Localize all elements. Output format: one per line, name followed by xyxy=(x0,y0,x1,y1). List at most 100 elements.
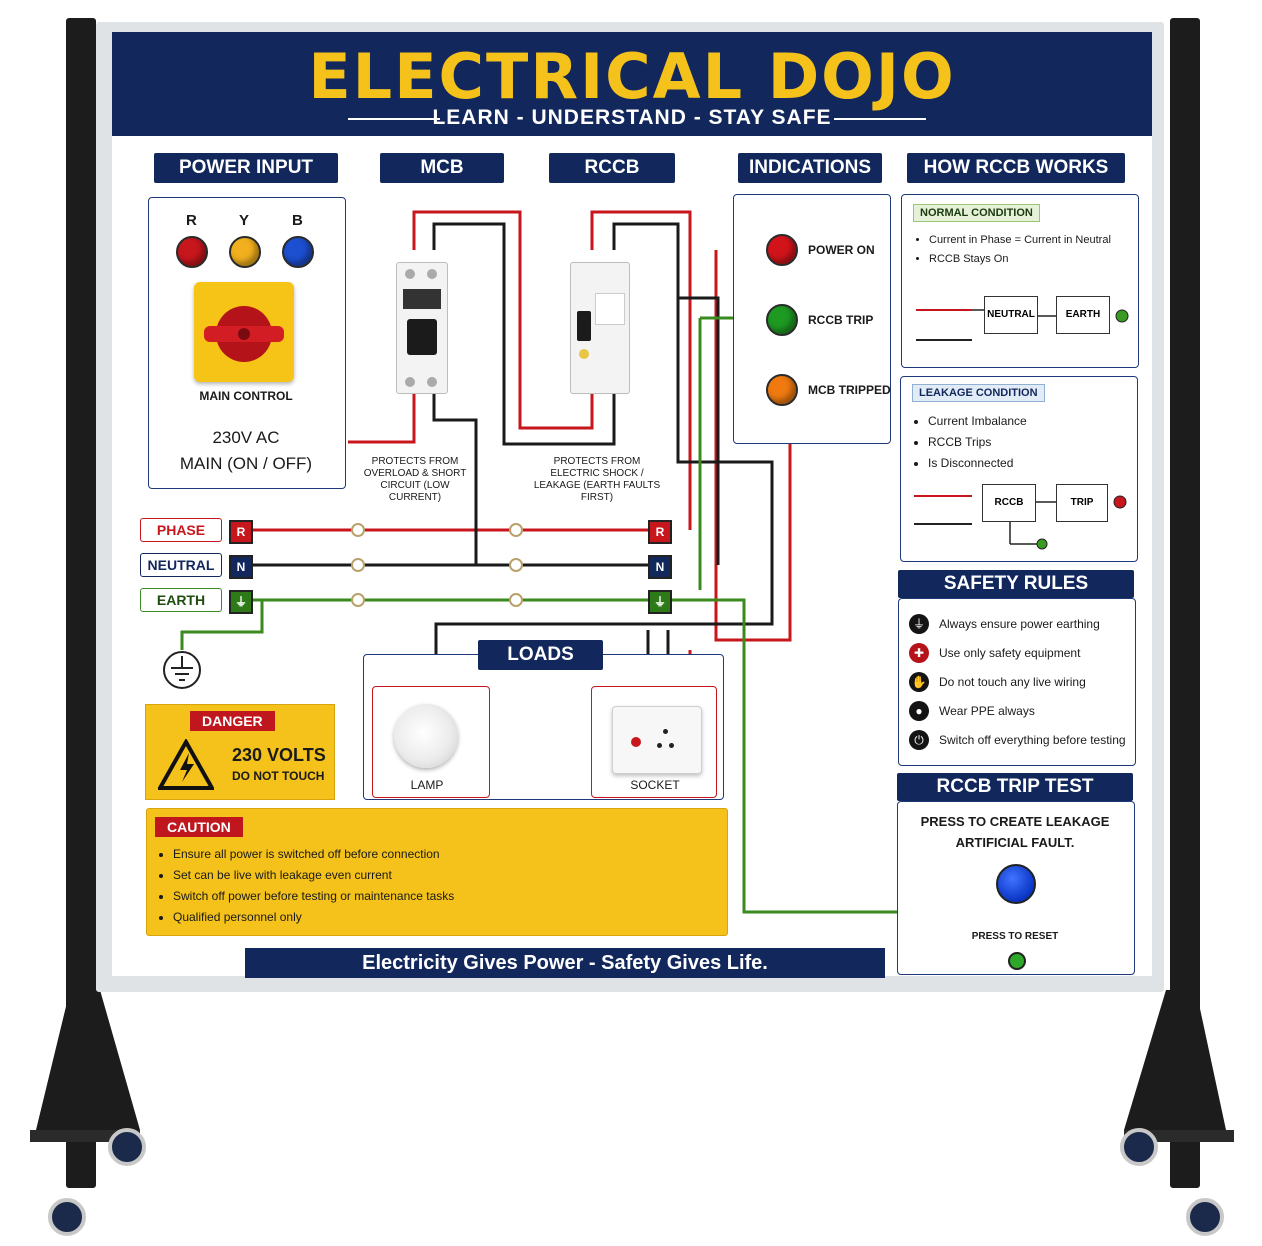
bus-code-earth: ⏚ xyxy=(229,590,253,614)
phase-label-y: Y xyxy=(239,212,250,229)
indicator-mcb-tripped-lamp xyxy=(766,374,798,406)
rccb-bus-terminal-neutral: N xyxy=(648,555,672,579)
socket-pin-icon xyxy=(669,743,674,748)
caster-wheel xyxy=(1186,1198,1224,1236)
main-switch-label: MAIN (ON / OFF) xyxy=(179,454,313,473)
safety-rule-item: Wear PPE always xyxy=(939,704,1035,718)
section-rccb: RCCB xyxy=(549,153,675,183)
leakage-box-trip: TRIP xyxy=(1056,484,1108,522)
phase-label-r: R xyxy=(186,212,197,229)
caster-wheel xyxy=(48,1198,86,1236)
earthing-icon: ⏚ xyxy=(909,614,929,634)
safety-rule-item: Always ensure power earthing xyxy=(939,617,1100,631)
rccb-bus-terminal-earth: ⏚ xyxy=(648,590,672,614)
mcb-device[interactable] xyxy=(396,262,448,394)
mcb-terminal-icon xyxy=(405,269,415,279)
socket-pin-icon xyxy=(657,743,662,748)
rccb-test-button-icon xyxy=(579,349,589,359)
indicator-rccb-trip-label: RCCB TRIP xyxy=(808,313,874,327)
power-off-icon: ⏻ xyxy=(909,730,929,750)
phase-lamp-yellow xyxy=(229,236,261,268)
header-banner: ELECTRICAL DOJO LEARN - UNDERSTAND - STA… xyxy=(112,32,1152,136)
danger-volts: 230 VOLTS xyxy=(232,745,326,765)
leakage-condition-title: LEAKAGE CONDITION xyxy=(912,384,1045,402)
reset-button[interactable] xyxy=(1008,952,1026,970)
normal-condition-item: RCCB Stays On xyxy=(929,253,1111,265)
phase-lamp-red xyxy=(176,236,208,268)
caution-panel: CAUTION Ensure all power is switched off… xyxy=(146,808,728,936)
page-subtitle: LEARN - UNDERSTAND - STAY SAFE xyxy=(432,106,832,129)
footer-banner: Electricity Gives Power - Safety Gives L… xyxy=(245,948,885,978)
subtitle-line-left xyxy=(348,118,440,120)
trip-test-instruction: PRESS TO CREATE LEAKAGE ARTIFICIAL FAULT… xyxy=(920,814,1110,850)
high-voltage-warning-icon xyxy=(158,739,214,790)
leakage-condition-box xyxy=(900,376,1138,562)
section-mcb: MCB xyxy=(380,153,504,183)
normal-box-neutral: NEUTRAL xyxy=(984,296,1038,334)
normal-condition-title: NORMAL CONDITION xyxy=(913,204,1040,222)
reset-label: PRESS TO RESET xyxy=(971,931,1059,942)
danger-tag: DANGER xyxy=(190,711,275,731)
mcb-terminal-icon xyxy=(427,377,437,387)
phase-lamp-blue xyxy=(282,236,314,268)
ppe-icon: ● xyxy=(909,701,929,721)
caster-wheel xyxy=(108,1128,146,1166)
normal-condition-item: Current in Phase = Current in Neutral xyxy=(929,234,1111,246)
caution-list: Ensure all power is switched off before … xyxy=(157,847,454,931)
caution-item: Qualified personnel only xyxy=(173,910,454,924)
mcb-toggle xyxy=(407,319,437,355)
lamp-label: LAMP xyxy=(410,778,444,792)
safety-rule-item: Do not touch any live wiring xyxy=(939,675,1086,689)
indicator-mcb-tripped-label: MCB TRIPPED xyxy=(808,383,891,397)
safety-rule-item: Switch off everything before testing xyxy=(939,733,1126,747)
subtitle-line-right xyxy=(834,118,926,120)
bus-code-phase: R xyxy=(229,520,253,544)
trip-test-button[interactable] xyxy=(996,864,1036,904)
rccb-bus-terminal-phase: R xyxy=(648,520,672,544)
leakage-condition-item: Is Disconnected xyxy=(928,456,1027,470)
section-how-rccb-works: HOW RCCB WORKS xyxy=(907,153,1125,183)
leakage-condition-item: RCCB Trips xyxy=(928,435,1027,449)
normal-box-earth: EARTH xyxy=(1056,296,1110,334)
danger-sign: DANGER 230 VOLTS DO NOT TOUCH xyxy=(145,704,335,800)
caster-wheel xyxy=(1120,1128,1158,1166)
indicator-power-on-lamp xyxy=(766,234,798,266)
leakage-condition-diagram xyxy=(914,495,1127,550)
leakage-condition-list: Current Imbalance RCCB Trips Is Disconne… xyxy=(912,414,1027,477)
rotary-knob-icon xyxy=(204,306,284,362)
earth-ground-icon xyxy=(163,651,201,689)
safety-rule-item: Use only safety equipment xyxy=(939,646,1081,660)
bus-label-earth: EARTH xyxy=(140,588,222,612)
leakage-box-rccb: RCCB xyxy=(982,484,1036,522)
caution-item: Ensure all power is switched off before … xyxy=(173,847,454,861)
section-safety-rules: SAFETY RULES xyxy=(898,570,1134,598)
indicator-power-on-label: POWER ON xyxy=(808,243,875,257)
phase-label-b: B xyxy=(292,212,303,229)
section-rccb-trip-test: RCCB TRIP TEST xyxy=(897,773,1133,801)
safety-equipment-icon: ✚ xyxy=(909,643,929,663)
rccb-caption: PROTECTS FROM ELECTRIC SHOCK / LEAKAGE (… xyxy=(533,456,661,503)
mcb-terminal-icon xyxy=(427,269,437,279)
bus-label-neutral: NEUTRAL xyxy=(140,553,222,577)
normal-condition-list: Current in Phase = Current in Neutral RC… xyxy=(913,234,1111,272)
mcb-display xyxy=(403,289,441,309)
no-touch-hand-icon: ✋ xyxy=(909,672,929,692)
page-title: ELECTRICAL DOJO xyxy=(308,40,956,113)
leakage-condition-item: Current Imbalance xyxy=(928,414,1027,428)
caution-item: Switch off power before testing or maint… xyxy=(173,889,454,903)
rccb-device[interactable] xyxy=(570,262,630,394)
voltage-label: 230V AC xyxy=(212,428,280,447)
normal-condition-diagram xyxy=(916,309,1129,341)
socket-outlet[interactable] xyxy=(612,706,702,774)
caution-item: Set can be live with leakage even curren… xyxy=(173,868,454,882)
lamp-fixture[interactable] xyxy=(394,704,458,768)
bus-code-neutral: N xyxy=(229,555,253,579)
indications-box xyxy=(733,194,891,444)
rccb-label-plate xyxy=(595,293,625,325)
socket-pin-icon xyxy=(663,729,668,734)
socket-label: SOCKET xyxy=(630,778,680,792)
caution-tag: CAUTION xyxy=(155,817,243,837)
section-power-input: POWER INPUT xyxy=(154,153,338,183)
main-isolator-switch[interactable] xyxy=(194,282,294,382)
socket-switch-icon xyxy=(631,737,641,747)
